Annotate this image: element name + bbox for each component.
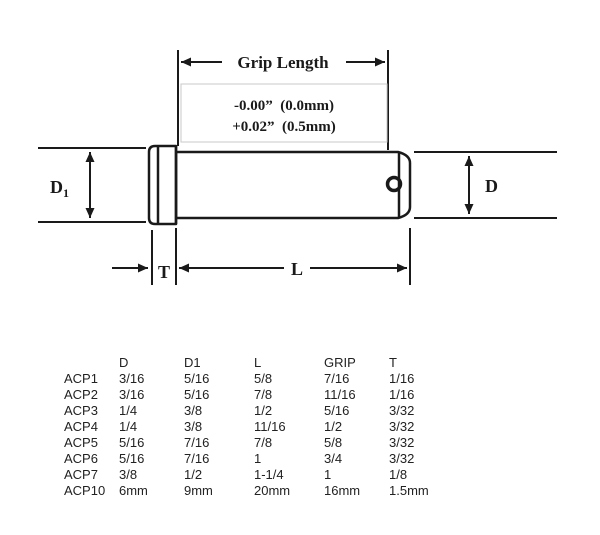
table-cell: 3/8 [184, 403, 203, 418]
l-label: L [291, 259, 303, 279]
table-cell: 1/4 [119, 403, 138, 418]
table-row: ACP6 5/16 7/16 1 3/4 3/32 [64, 451, 454, 467]
table-cell: 1.5mm [389, 483, 429, 498]
table-cell: ACP10 [64, 483, 106, 498]
table-cell: 1/4 [119, 419, 138, 434]
table-cell: 1/2 [324, 419, 343, 434]
table-cell: 7/8 [254, 435, 273, 450]
table-cell: ACP1 [64, 371, 98, 386]
clevis-pin-diagram: Grip Length -0.00” (0.0mm) +0.02” (0.5mm… [38, 50, 557, 285]
table-cell: 7/16 [324, 371, 350, 386]
table-cell: 20mm [254, 483, 291, 498]
t-label: T [158, 262, 170, 282]
column-header: D1 [184, 355, 201, 370]
column-header: GRIP [324, 355, 356, 370]
d1-label: D1 [50, 177, 69, 200]
table-cell: 3/32 [389, 403, 415, 418]
tolerance-line-2: +0.02” (0.5mm) [232, 119, 336, 135]
table-cell: 16mm [324, 483, 361, 498]
table-row: ACP2 3/16 5/16 7/8 11/16 1/16 [64, 387, 454, 403]
table-cell: 3/32 [389, 419, 415, 434]
table-cell: ACP7 [64, 467, 98, 482]
table-cell: 5/16 [184, 371, 210, 386]
d-label: D [485, 176, 498, 196]
table-cell: 3/8 [119, 467, 138, 482]
table-cell: 3/16 [119, 387, 145, 402]
table-cell: 5/8 [254, 371, 273, 386]
table-cell: 11/16 [324, 387, 356, 402]
tolerance-box [180, 83, 388, 143]
table-cell: 3/8 [184, 419, 203, 434]
tolerance-note: -0.00” (0.0mm) +0.02” (0.5mm) [180, 83, 388, 143]
table-cell: 1/2 [184, 467, 203, 482]
table-cell: 3/32 [389, 451, 415, 466]
grip-length-dimension [177, 50, 389, 150]
table-cell: 9mm [184, 483, 213, 498]
column-header: T [389, 355, 397, 370]
table-cell: ACP2 [64, 387, 98, 402]
table-cell: 7/16 [184, 451, 210, 466]
grip-length-label: Grip Length [237, 53, 329, 72]
table-row: ACP3 1/4 3/8 1/2 5/16 3/32 [64, 403, 454, 419]
column-header [64, 355, 119, 371]
pin-head [147, 144, 178, 226]
column-header: L [254, 355, 262, 370]
table-cell: 1 [254, 451, 262, 466]
table-row: ACP10 6mm 9mm 20mm 16mm 1.5mm [64, 483, 454, 499]
table-cell: 6mm [119, 483, 148, 498]
t-dimension [112, 228, 177, 285]
table-cell: ACP5 [64, 435, 98, 450]
table-cell: 5/16 [119, 451, 145, 466]
l-dimension [179, 228, 411, 285]
table-cell: 1/16 [389, 387, 415, 402]
table-cell: 7/8 [254, 387, 273, 402]
table-cell: 3/16 [119, 371, 145, 386]
table-cell: 1/8 [389, 467, 408, 482]
table-cell: ACP6 [64, 451, 98, 466]
table-cell: 11/16 [254, 419, 286, 434]
d1-dimension [38, 147, 146, 223]
table-row: ACP5 5/16 7/16 7/8 5/8 3/32 [64, 435, 454, 451]
table-cell: 5/16 [119, 435, 145, 450]
table-cell: 7/16 [184, 435, 210, 450]
table-cell: 1/2 [254, 403, 273, 418]
table-cell: 1/16 [389, 371, 415, 386]
table-cell: ACP3 [64, 403, 98, 418]
pin-shaft [174, 150, 412, 220]
d-dimension [414, 151, 557, 219]
tolerance-line-1: -0.00” (0.0mm) [234, 98, 334, 114]
table-cell: 5/8 [324, 435, 343, 450]
table-cell: 1-1/4 [254, 467, 284, 482]
table-cell: 5/16 [184, 387, 210, 402]
pin-outline [147, 144, 412, 226]
table-cell: 3/32 [389, 435, 415, 450]
table-row: ACP7 3/8 1/2 1-1/4 1 1/8 [64, 467, 454, 483]
table-cell: ACP4 [64, 419, 98, 434]
table-cell: 3/4 [324, 451, 343, 466]
spec-table-header-row: D D1 L GRIP T [64, 355, 454, 371]
table-row: ACP1 3/16 5/16 5/8 7/16 1/16 [64, 371, 454, 387]
table-cell: 1 [324, 467, 332, 482]
column-header: D [119, 355, 129, 370]
table-row: ACP4 1/4 3/8 11/16 1/2 3/32 [64, 419, 454, 435]
pin-hole [385, 175, 403, 193]
table-cell: 5/16 [324, 403, 350, 418]
